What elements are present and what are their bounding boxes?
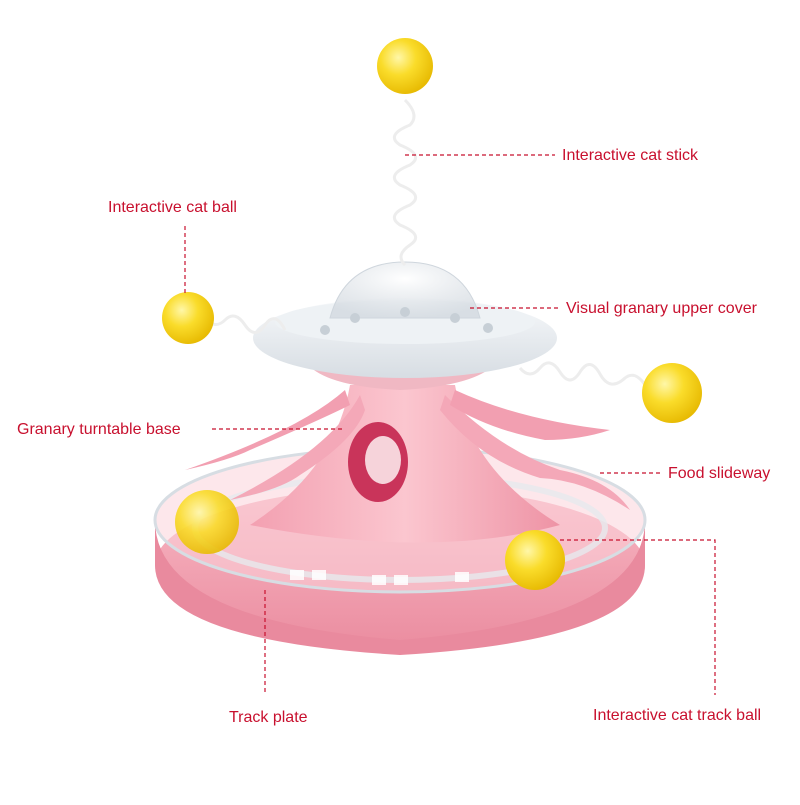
granary-turntable-base	[185, 385, 630, 543]
label-visual-granary-upper-cover: Visual granary upper cover	[566, 300, 757, 317]
label-interactive-cat-track-ball: Interactive cat track ball	[593, 707, 762, 724]
leader-lines	[184, 154, 716, 695]
label-interactive-cat-ball: Interactive cat ball	[108, 199, 237, 216]
label-granary-turntable-base: Granary turntable base	[17, 421, 181, 438]
visual-granary-upper-cover	[253, 261, 557, 390]
label-track-plate: Track plate	[229, 709, 308, 726]
yellow-balls	[162, 38, 702, 590]
label-interactive-cat-stick: Interactive cat stick	[562, 147, 699, 164]
springs	[203, 98, 647, 386]
label-food-slideway: Food slideway	[668, 465, 771, 482]
